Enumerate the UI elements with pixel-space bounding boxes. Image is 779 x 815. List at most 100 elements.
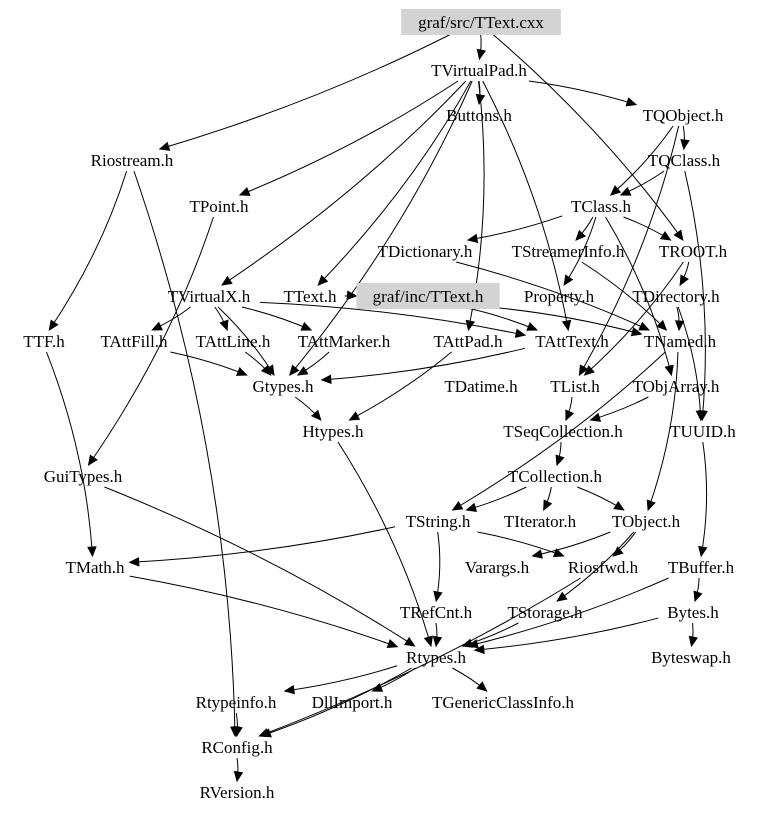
arrowhead-icon [556,591,568,602]
node-tstorage[interactable]: TStorage.h [507,603,583,622]
node-tclass[interactable]: TClass.h [571,197,631,216]
node-label: TString.h [406,512,471,531]
edge-riostream-to-rconfig [133,170,236,737]
edge-tattfill-to-gtypes [170,351,247,376]
node-ttext[interactable]: TText.h [283,287,337,306]
node-tmath[interactable]: TMath.h [65,558,125,577]
node-label: GuiTypes.h [44,467,123,486]
edge-rtypes-to-rconfig [261,667,412,737]
node-gtypes[interactable]: Gtypes.h [253,377,314,396]
arrowhead-icon [260,728,272,738]
node-label: Riosfwd.h [568,558,639,577]
arrowhead-icon [386,639,399,649]
node-label: Rtypes.h [406,648,466,667]
node-tvirtualpad[interactable]: TVirtualPad.h [431,61,527,80]
arrowhead-icon [320,374,332,385]
nodes-layer: graf/src/TText.cxxTVirtualPad.hButtons.h… [23,9,736,802]
node-htypes[interactable]: Htypes.h [303,422,364,441]
node-byteswap[interactable]: Byteswap.h [651,648,731,667]
node-bytes[interactable]: Bytes.h [667,603,719,622]
node-tattfill[interactable]: TAttFill.h [100,332,168,351]
edge-tqclass-to-tuuid [684,170,706,421]
node-trefcnt[interactable]: TRefCnt.h [400,603,473,622]
node-tbuffer[interactable]: TBuffer.h [668,558,735,577]
node-tobjarray[interactable]: TObjArray.h [633,377,720,396]
edge-src-ttext-to-riostream [159,32,454,150]
node-titerator[interactable]: TIterator.h [504,512,577,531]
node-tqclass[interactable]: TQClass.h [648,151,721,170]
arrowhead-icon [664,364,674,377]
arrowhead-icon [693,590,703,603]
node-buttons[interactable]: Buttons.h [446,106,512,125]
node-label: TSeqCollection.h [503,422,623,441]
node-tattmarker[interactable]: TAttMarker.h [298,332,391,351]
edge-tnamed-to-tstring [452,351,666,511]
node-label: Htypes.h [303,422,364,441]
node-tdatime[interactable]: TDatime.h [444,377,518,396]
node-riostream[interactable]: Riostream.h [91,151,174,170]
arrowhead-icon [346,290,358,300]
node-label: TUUID.h [670,422,736,441]
edge-guitypes-to-rtypes [104,486,415,647]
arrowhead-icon [526,321,538,331]
arrowhead-icon [609,185,622,196]
node-rconfig[interactable]: RConfig.h [201,738,273,757]
node-tatttext[interactable]: TAttText.h [535,332,609,351]
node-property[interactable]: Property.h [524,287,595,306]
node-tlist[interactable]: TList.h [550,377,600,396]
node-label: TQClass.h [648,151,721,170]
node-inc-ttext[interactable]: graf/inc/TText.h [356,283,500,309]
node-tpoint[interactable]: TPoint.h [189,197,249,216]
arrowhead-icon [219,319,229,332]
edge-tvirtualpad-to-tpoint [239,80,459,196]
node-tattpad[interactable]: TAttPad.h [434,332,503,351]
node-highlight-box [356,283,500,309]
node-tstring[interactable]: TString.h [406,512,471,531]
node-label: TQObject.h [643,106,724,125]
arrowhead-icon [578,364,589,377]
edge-tvirtualpad-to-gtypes [289,80,473,376]
node-tuuid[interactable]: TUUID.h [670,422,736,441]
node-tattline[interactable]: TAttLine.h [196,332,271,351]
arrowhead-icon [563,274,574,287]
arrowhead-icon [296,366,309,376]
arrowhead-icon [695,410,706,422]
node-tnamed[interactable]: TNamed.h [644,332,717,351]
arrowhead-icon [583,365,595,376]
node-tobject[interactable]: TObject.h [612,512,681,531]
node-label: TBuffer.h [668,558,735,577]
node-tqobject[interactable]: TQObject.h [643,106,724,125]
edge-tobject-to-varargs [532,531,611,557]
arrowhead-icon [531,549,543,559]
node-dllimport[interactable]: DllImport.h [312,693,393,712]
node-tdictionary[interactable]: TDictionary.h [378,242,473,261]
node-tgenericclassinfo[interactable]: TGenericClassInfo.h [432,693,575,712]
node-tdirectory[interactable]: TDirectory.h [632,287,720,306]
node-rtypes[interactable]: Rtypes.h [406,648,466,667]
node-guitypes[interactable]: GuiTypes.h [44,467,123,486]
arrowhead-icon [630,327,643,337]
node-varargs[interactable]: Varargs.h [465,558,530,577]
node-troot[interactable]: TROOT.h [659,242,728,261]
edge-rtypes-to-rtypeinfo [284,665,398,692]
arrowhead-icon [659,230,672,241]
node-tseqcollection[interactable]: TSeqCollection.h [503,422,623,441]
node-tstreamerinfo[interactable]: TStreamerInfo.h [512,242,625,261]
node-rtypeinfo[interactable]: Rtypeinfo.h [196,693,277,712]
node-ttf[interactable]: TTF.h [23,332,65,351]
node-tcollection[interactable]: TCollection.h [508,467,602,486]
edge-tqobject-to-tlist [578,125,680,376]
node-src-ttext[interactable]: graf/src/TText.cxx [401,9,561,35]
node-riosfwd[interactable]: Riosfwd.h [568,558,639,577]
arrowhead-icon [310,409,322,421]
node-label: TStreamerInfo.h [512,242,625,261]
arrowhead-icon [317,274,329,286]
node-tvirtualx[interactable]: TVirtualX.h [168,287,251,306]
node-rversion[interactable]: RVersion.h [200,783,275,802]
arrowhead-icon [233,725,243,738]
arrowhead-icon [451,501,464,511]
node-label: TStorage.h [507,603,583,622]
node-label: TDirectory.h [632,287,720,306]
arrowhead-icon [589,412,602,422]
